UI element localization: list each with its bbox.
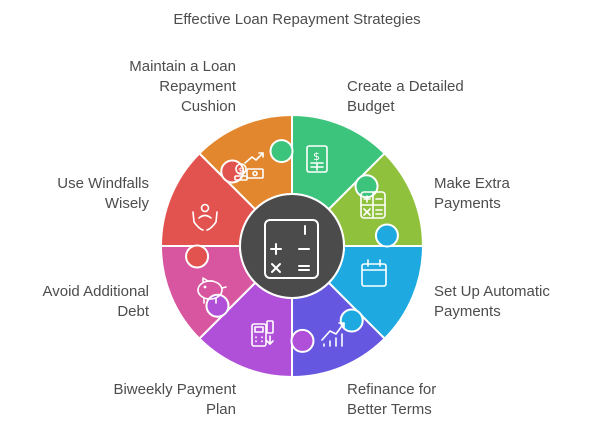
label-extra-payments: Make Extra Payments xyxy=(434,175,510,212)
calendar-icon xyxy=(361,259,387,287)
calculator-center-icon xyxy=(264,219,319,279)
label-detailed-budget: Create a Detailed Budget xyxy=(347,78,464,115)
svg-text:$: $ xyxy=(313,150,320,163)
puzzle-tab xyxy=(339,308,364,333)
puzzle-tab xyxy=(354,174,379,199)
label-automatic-payments: Set Up Automatic Payments xyxy=(434,283,550,320)
payment-terminal-icon xyxy=(251,320,274,347)
calculator-icon xyxy=(360,191,386,219)
puzzle-tab xyxy=(374,223,399,248)
label-refinance: Refinance for Better Terms xyxy=(347,381,437,418)
trending-chart-icon xyxy=(321,322,345,347)
label-biweekly-plan: Biweekly Payment Plan xyxy=(113,381,236,418)
center-hub xyxy=(239,193,345,299)
label-windfalls: Use Windfalls Wisely xyxy=(57,175,149,212)
puzzle-tab xyxy=(185,244,210,269)
budget-document-icon: $ xyxy=(306,145,328,173)
diagram-title: Effective Loan Repayment Strategies xyxy=(173,11,421,28)
piggy-bank-icon xyxy=(197,277,227,304)
label-maintain-cushion: Maintain a Loan Repayment Cushion xyxy=(129,58,236,115)
hands-person-icon xyxy=(192,203,218,231)
label-avoid-debt: Avoid Additional Debt xyxy=(42,283,149,320)
puzzle-tab xyxy=(290,328,315,353)
puzzle-tab xyxy=(269,139,294,164)
svg-text:$: $ xyxy=(238,166,243,175)
puzzle-tab xyxy=(205,293,230,318)
money-growth-icon: $ xyxy=(234,152,264,181)
